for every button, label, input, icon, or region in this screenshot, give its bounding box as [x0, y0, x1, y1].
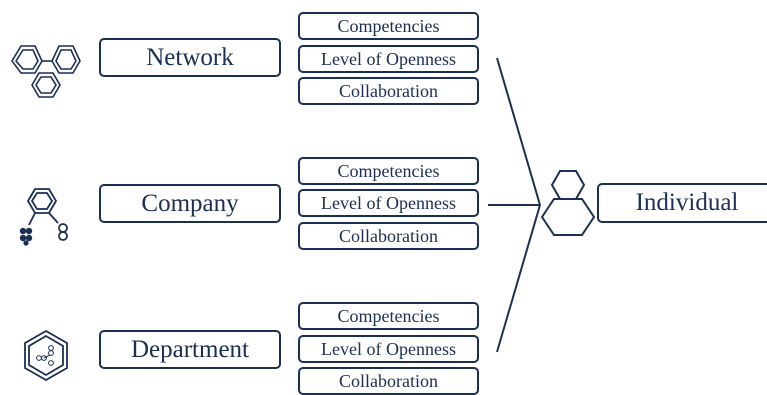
unit-label-department: Department: [130, 335, 249, 363]
department-collaboration-box: Collaboration: [298, 367, 479, 395]
company-competencies-box: Competencies: [298, 157, 479, 185]
department-collaboration-label: Collaboration: [339, 370, 438, 391]
network-collaboration-box: Collaboration: [298, 77, 479, 105]
network-competencies-label: Competencies: [337, 15, 440, 36]
connector-department: [496, 204, 541, 353]
company-openness-box: Level of Openness: [298, 189, 479, 217]
department-competencies-label: Competencies: [337, 305, 440, 326]
company-competencies-label: Competencies: [337, 160, 440, 181]
department-molecule-icon: [20, 328, 72, 389]
unit-box-network: Network: [99, 38, 281, 77]
department-openness-box: Level of Openness: [298, 335, 479, 363]
connector-network: [496, 57, 541, 206]
network-openness-box: Level of Openness: [298, 45, 479, 73]
individual-box: Individual: [597, 183, 767, 223]
department-openness-label: Level of Openness: [321, 338, 456, 359]
company-molecule-icon: [14, 183, 76, 254]
network-openness-label: Level of Openness: [321, 48, 456, 69]
company-collaboration-label: Collaboration: [339, 225, 438, 246]
network-molecule-icon: [8, 40, 86, 107]
company-collaboration-box: Collaboration: [298, 222, 479, 250]
unit-box-company: Company: [99, 184, 281, 223]
department-competencies-box: Competencies: [298, 302, 479, 330]
network-collaboration-label: Collaboration: [339, 80, 438, 101]
individual-label: Individual: [635, 189, 739, 216]
unit-label-network: Network: [146, 43, 234, 71]
individual-hexagons-icon: [540, 168, 596, 245]
company-openness-label: Level of Openness: [321, 192, 456, 213]
unit-box-department: Department: [99, 330, 281, 369]
network-competencies-box: Competencies: [298, 12, 479, 40]
unit-label-company: Company: [141, 189, 239, 217]
